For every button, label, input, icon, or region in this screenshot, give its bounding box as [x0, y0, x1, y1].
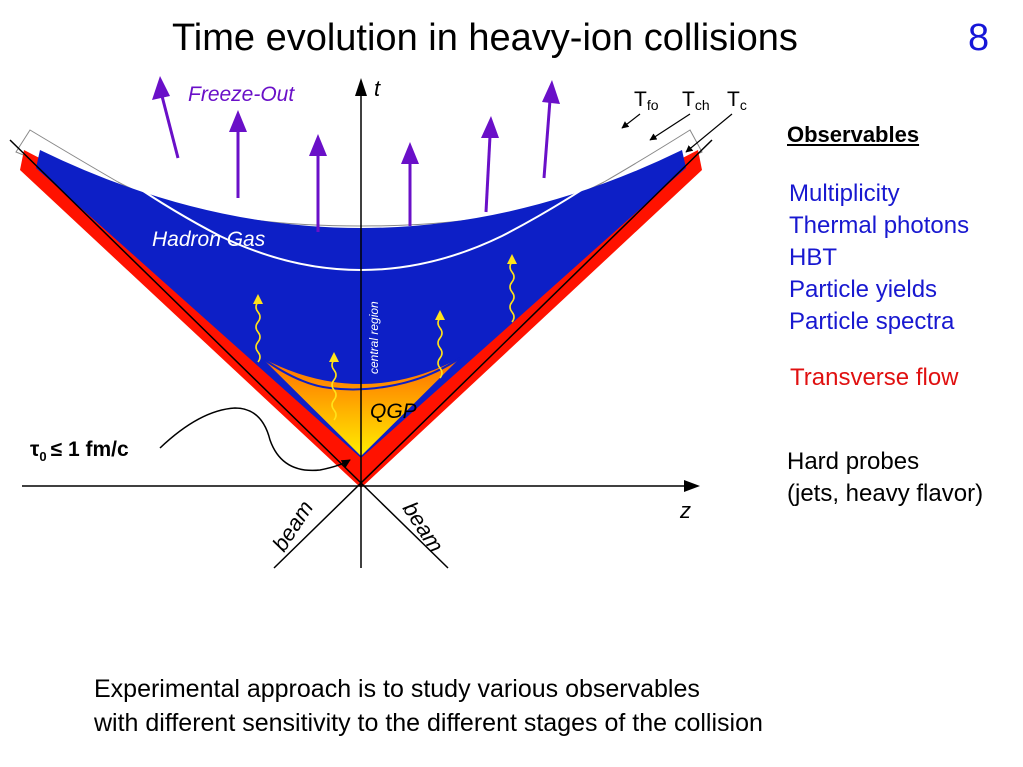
freeze-out-arrows — [152, 76, 560, 232]
observable-particle-spectra: Particle spectra — [789, 308, 955, 335]
observables-list: Multiplicity Thermal photons HBT Particl… — [789, 178, 969, 338]
photon-arrows — [255, 261, 515, 421]
hadron-gas-label: Hadron Gas — [152, 228, 266, 251]
observable-hbt: HBT — [789, 244, 837, 271]
hard-probes: Hard probes (jets, heavy flavor) — [787, 446, 983, 510]
observable-transverse-flow: Transverse flow — [790, 364, 959, 391]
space-axis-label: z — [679, 498, 691, 523]
footer-line2: with different sensitivity to the differ… — [94, 709, 763, 737]
footer-line1: Experimental approach is to study variou… — [94, 675, 700, 703]
footer-text: Experimental approach is to study variou… — [94, 672, 763, 740]
central-region-label: central region — [367, 301, 381, 374]
beam-left-label: beam — [267, 496, 318, 556]
time-axis-arrowhead — [355, 78, 367, 96]
observable-particle-yields: Particle yields — [789, 276, 938, 303]
tau-pointer — [159, 407, 351, 472]
observable-multiplicity: Multiplicity — [789, 180, 900, 207]
hard-probes-line2: (jets, heavy flavor) — [787, 480, 984, 507]
observable-thermal-photons: Thermal photons — [789, 212, 970, 239]
light-cone-right — [273, 139, 713, 569]
light-cone-left — [9, 139, 449, 569]
qgp-label: QGP — [370, 400, 417, 423]
space-axis-arrowhead — [684, 480, 700, 492]
hard-probes-line1: Hard probes — [787, 448, 920, 475]
t-c-label: Tc — [727, 88, 747, 113]
time-axis-label: t — [374, 76, 381, 101]
slide-number: 8 — [968, 17, 990, 59]
t-fo-label: Tfo — [634, 88, 659, 113]
temperature-pointers — [621, 113, 733, 153]
slide-title: Time evolution in heavy-ion collisions — [172, 17, 798, 59]
freeze-out-label: Freeze-Out — [188, 83, 295, 106]
tau-label: τ0≤ 1 fm/c — [30, 438, 129, 464]
observables-heading: Observables — [787, 122, 920, 147]
t-ch-label: Tch — [682, 88, 710, 113]
